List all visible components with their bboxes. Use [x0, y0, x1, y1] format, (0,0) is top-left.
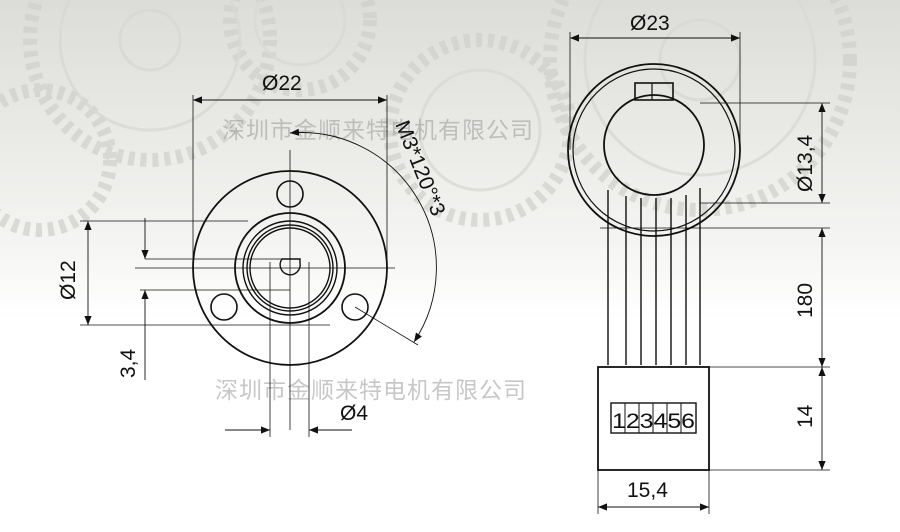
- d22-label: Ø22: [262, 72, 302, 95]
- m3-arc-extension: [354, 306, 419, 346]
- d23-label: Ø23: [630, 12, 670, 35]
- sensor-bore: [603, 94, 705, 196]
- d4-label: Ø4: [340, 402, 368, 425]
- connector-body: [597, 366, 710, 471]
- pin-numbers-label: 123456: [612, 410, 695, 433]
- sensor-outer-ring-inner: [572, 68, 736, 232]
- cable-wires: [607, 188, 701, 365]
- mounting-hole-left: [210, 293, 238, 321]
- m3-arc-dimension: [289, 128, 437, 343]
- l180-label: 180: [794, 283, 817, 318]
- connector-pin-dividers: [624, 403, 682, 433]
- w154-label: 15,4: [627, 479, 668, 502]
- d12-label: Ø12: [57, 260, 80, 300]
- d34-label: 3,4: [117, 348, 140, 378]
- sensor-view: 123456 Ø23 Ø13,4 180 14 15,4: [567, 12, 830, 514]
- d134-label: Ø13,4: [794, 134, 817, 192]
- watermark-top: 深圳市金顺来特电机有限公司: [222, 118, 534, 144]
- watermark-bottom: 深圳市金顺来特电机有限公司: [215, 378, 527, 404]
- l14-label: 14: [794, 404, 817, 428]
- sensor-tab: [634, 82, 674, 101]
